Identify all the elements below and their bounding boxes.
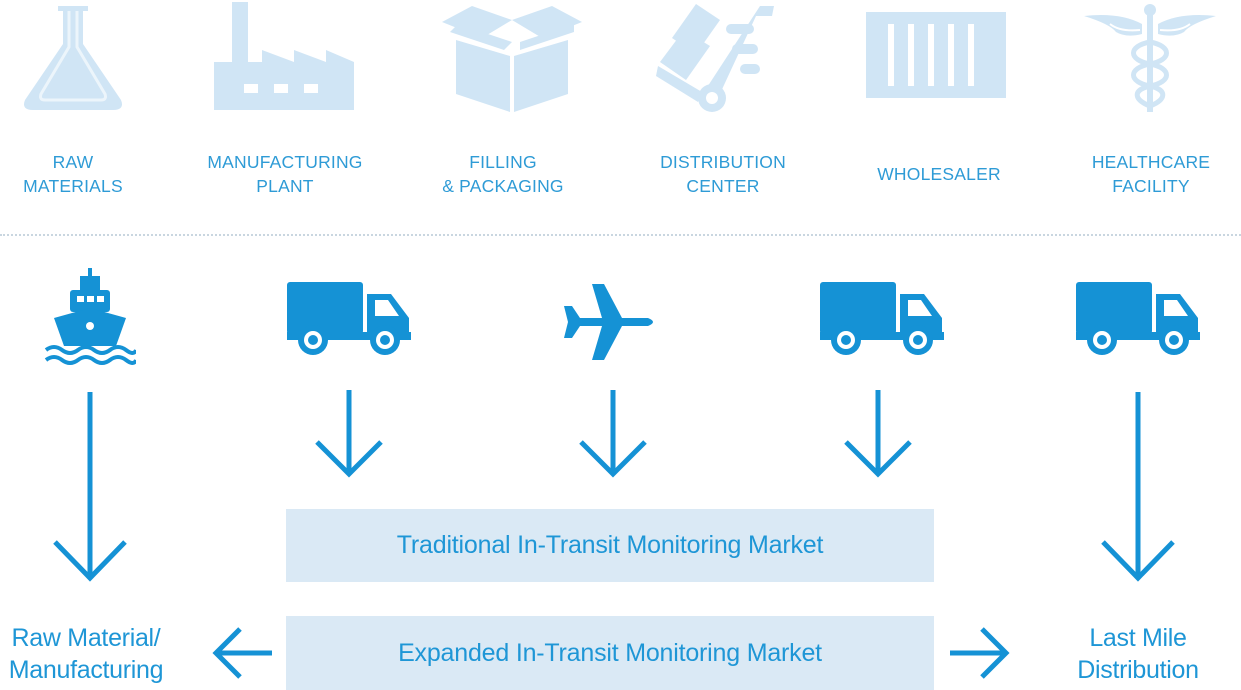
- airplane-icon: [562, 282, 658, 378]
- short-down-arrow: [314, 390, 384, 478]
- truck-icon: [1076, 282, 1200, 356]
- expanded-market-label: Expanded In-Transit Monitoring Market: [398, 638, 822, 667]
- ship-icon: [44, 268, 138, 366]
- right-arrow: [950, 626, 1010, 680]
- long-down-arrow: [52, 392, 128, 582]
- left-arrow: [212, 626, 272, 680]
- short-down-arrow: [578, 390, 648, 478]
- dotted-divider: [0, 234, 1241, 236]
- stage-label-filling-packaging: FILLING& PACKAGING: [442, 152, 564, 196]
- traditional-market-label: Traditional In-Transit Monitoring Market: [396, 531, 824, 559]
- stage-label-wholesaler: WHOLESALER: [877, 164, 1001, 184]
- traditional-market-box: Traditional In-Transit Monitoring Market: [286, 509, 934, 582]
- shipping-container-icon: [866, 2, 1006, 112]
- factory-icon: [214, 2, 354, 112]
- open-box-icon: [442, 2, 582, 112]
- truck-icon: [820, 282, 944, 356]
- truck-icon: [287, 282, 411, 356]
- flask-icon: [3, 2, 143, 112]
- long-down-arrow: [1100, 392, 1176, 582]
- short-down-arrow: [843, 390, 913, 478]
- expanded-market-box: Expanded In-Transit Monitoring Market: [286, 616, 934, 690]
- hand-truck-icon: [656, 2, 796, 112]
- caduceus-icon: [1080, 2, 1220, 112]
- endpoint-raw-material-manufacturing: Raw Material/Manufacturing: [8, 624, 164, 684]
